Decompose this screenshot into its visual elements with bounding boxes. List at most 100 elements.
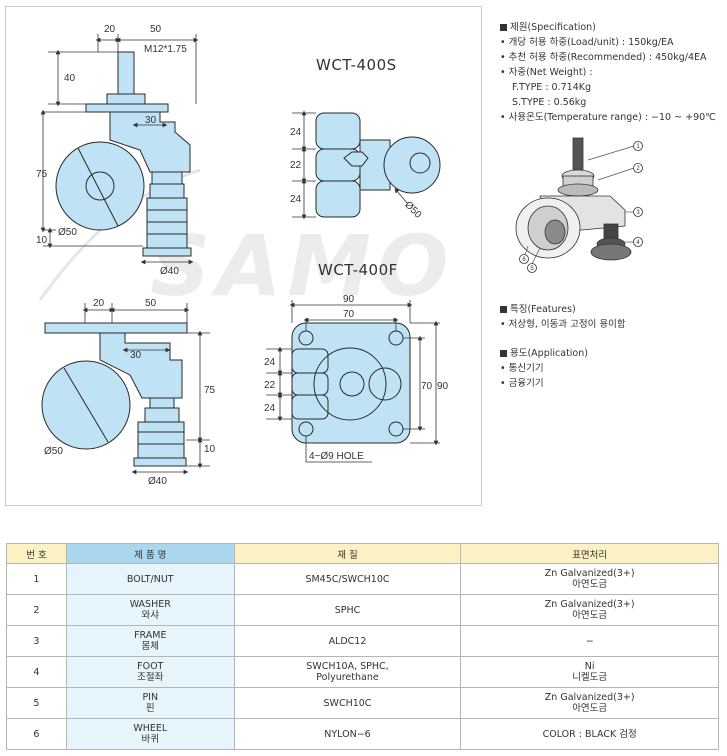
row-material: SPHC xyxy=(233,594,462,626)
model-label-upper: WCT-400S xyxy=(316,56,397,74)
dim-lower-top-hole: 4−Ø9 HOLE xyxy=(309,451,364,462)
dim-upper-thread: M12*1.75 xyxy=(144,44,187,55)
dim-lower-top-90: 90 xyxy=(343,294,355,305)
dim-lower-foot: Ø40 xyxy=(148,476,167,487)
dim-upper-30: 30 xyxy=(145,115,157,126)
watermark-text: SAMO xyxy=(150,217,455,315)
wheel-hub xyxy=(85,171,115,201)
dim-lower-top-h90: 90 xyxy=(437,381,449,392)
dim-upper-10: 10 xyxy=(36,235,48,246)
bullet-square-icon xyxy=(500,24,507,31)
row-number: 3 xyxy=(6,625,67,657)
applications-title: 용도(Application) xyxy=(500,346,722,361)
dim-lower-wheel: Ø50 xyxy=(44,446,63,457)
header-finish: 표면처리 xyxy=(460,543,719,564)
lower-top-dims xyxy=(266,300,440,463)
dim-upper-20: 20 xyxy=(104,24,116,35)
row-number: 1 xyxy=(6,563,67,595)
table-row: 1 BOLT/NUT SM45C/SWCH10C Zn Galvanized(3… xyxy=(6,563,719,595)
row-finish: − xyxy=(460,625,719,657)
dim-upper-top-24b: 24 xyxy=(290,194,302,205)
lower-side-dims xyxy=(82,303,210,475)
dim-lower-20: 20 xyxy=(93,298,105,309)
dim-upper-foot: Ø40 xyxy=(160,266,179,277)
spec-load: • 개당 허용 하중(Load/unit) : 150kg/EA xyxy=(500,37,674,48)
dim-upper-top-22: 22 xyxy=(290,160,302,171)
application-item: • 통신기기 xyxy=(500,363,544,374)
dim-lower-50: 50 xyxy=(145,298,157,309)
row-number: 5 xyxy=(6,687,67,719)
dim-lower-30: 30 xyxy=(130,350,142,361)
feature-item: • 저상형, 이동과 고정이 용이함 xyxy=(500,319,626,330)
dim-lower-75: 75 xyxy=(204,385,216,396)
dim-lower-top-h70: 70 xyxy=(421,381,433,392)
row-material: NYLON−6 xyxy=(233,718,462,750)
dim-upper-top-24a: 24 xyxy=(290,127,302,138)
dim-lower-top-22: 22 xyxy=(264,380,276,391)
bullet-square-icon xyxy=(500,306,507,313)
row-material: SM45C/SWCH10C xyxy=(233,563,462,595)
features-section: 특징(Features) • 저상형, 이동과 고정이 용이함 xyxy=(500,302,722,332)
header-product-name: 제 품 명 xyxy=(65,543,235,564)
dim-upper-40: 40 xyxy=(64,73,76,84)
spec-temperature: • 사용온도(Temperature range) : −10 ~ +90℃ xyxy=(500,112,716,123)
table-header-row: 번 호 제 품 명 재 질 표면처리 xyxy=(6,543,719,564)
application-item: • 금융기기 xyxy=(500,378,544,389)
callout-6: 6 xyxy=(522,257,526,263)
foot-body xyxy=(146,197,188,249)
dim-upper-wheel: Ø50 xyxy=(58,227,77,238)
header-number: 번 호 xyxy=(6,543,67,564)
upper-side-dims xyxy=(40,34,199,265)
spec-recommended: • 추천 허용 하중(Recommended) : 450kg/4EA xyxy=(500,52,707,63)
model-label-lower: WCT-400F xyxy=(318,261,398,279)
specification-section: 제원(Specification) • 개당 허용 하중(Load/unit) … xyxy=(500,20,722,125)
technical-drawing: SAMO 20 50 M12*1.75 40 30 75 xyxy=(36,24,643,487)
features-title: 특징(Features) xyxy=(500,302,722,317)
spec-weight-f: F.TYPE : 0.714Kg xyxy=(512,82,591,93)
row-finish: Zn Galvanized(3+)아연도금 xyxy=(460,563,719,595)
dim-lower-top-24b: 24 xyxy=(264,403,276,414)
spec-title: 제원(Specification) xyxy=(500,20,722,35)
dim-upper-75: 75 xyxy=(36,169,48,180)
row-finish: COLOR : BLACK 검정 xyxy=(460,718,719,750)
row-finish: Zn Galvanized(3+)아연도금 xyxy=(460,594,719,626)
spec-net-weight: • 자중(Net Weight) : xyxy=(500,67,593,78)
row-material: SWCH10C xyxy=(233,687,462,719)
row-number: 4 xyxy=(6,656,67,688)
dim-lower-10: 10 xyxy=(204,444,216,455)
dim-upper-50: 50 xyxy=(150,24,162,35)
row-number: 2 xyxy=(6,594,67,626)
row-material: SWCH10A, SPHC,Polyurethane xyxy=(233,656,462,688)
callout-2: 2 xyxy=(636,166,640,172)
callout-1: 1 xyxy=(636,144,640,150)
product-illustration xyxy=(515,137,632,261)
callout-markers xyxy=(519,141,643,273)
applications-section: 용도(Application) • 통신기기 • 금융기기 xyxy=(500,346,722,391)
row-number: 6 xyxy=(6,718,67,750)
dim-lower-top-24a: 24 xyxy=(264,357,276,368)
lower-side-view xyxy=(41,322,188,467)
stem-nut xyxy=(106,93,146,105)
bullet-square-icon xyxy=(500,350,507,357)
upper-top-view xyxy=(315,112,441,218)
top-plate xyxy=(44,322,188,334)
dim-lower-top-70: 70 xyxy=(343,309,355,320)
upper-top-dims xyxy=(292,110,409,220)
row-finish: Zn Galvanized(3+)아연도금 xyxy=(460,687,719,719)
illustration-leaders xyxy=(523,145,635,265)
washer-plate xyxy=(85,103,169,113)
foot-pad xyxy=(133,457,187,467)
callout-5: 5 xyxy=(530,266,534,272)
header-material: 재 질 xyxy=(233,543,462,564)
frame-body xyxy=(109,111,191,173)
callout-3: 3 xyxy=(636,210,640,216)
